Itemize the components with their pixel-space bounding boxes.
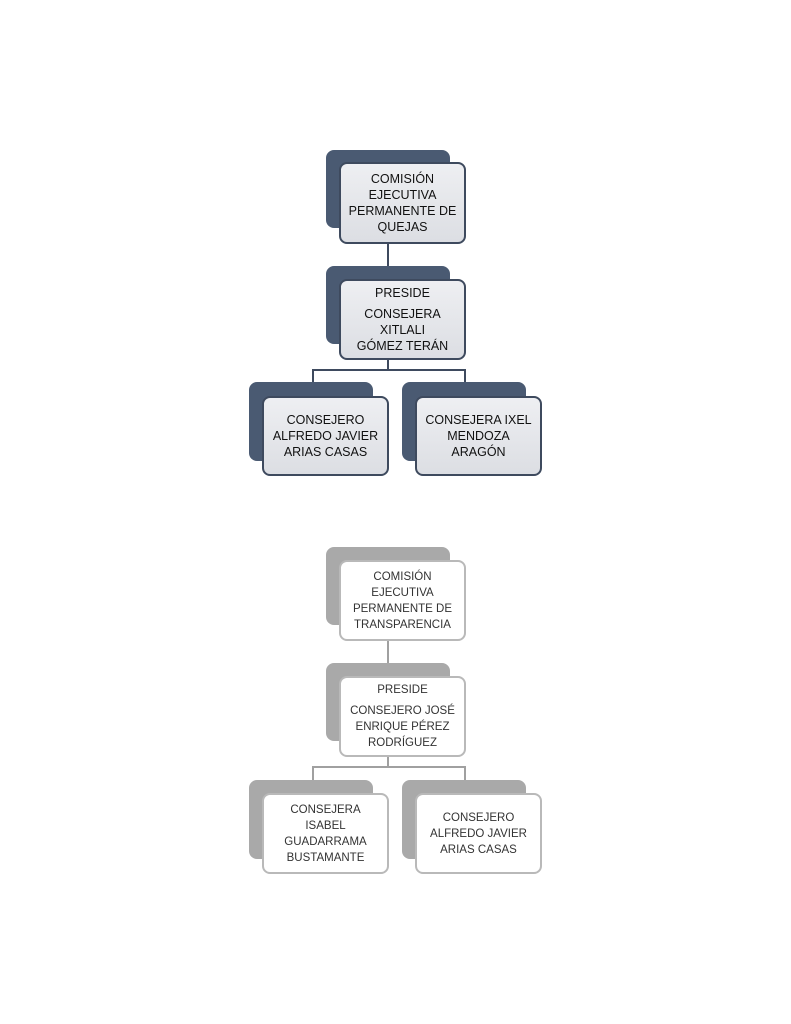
node-text-line: ALFREDO JAVIER xyxy=(430,827,527,840)
node-text-line: CONSEJERO JOSÉ xyxy=(350,705,455,717)
connector-horizontal xyxy=(312,766,466,768)
node-face: CONSEJERO ALFREDO JAVIER ARIAS CASAS xyxy=(262,396,389,476)
node-text-line: EJECUTIVA xyxy=(368,188,437,202)
node-member-right-transparencia: CONSEJERO ALFREDO JAVIER ARIAS CASAS xyxy=(402,780,542,874)
node-text-line: EJECUTIVA xyxy=(371,586,434,599)
node-face: CONSEJERO ALFREDO JAVIER ARIAS CASAS xyxy=(415,793,542,874)
org-chart-quejas: COMISIÓN EJECUTIVA PERMANENTE DE QUEJAS … xyxy=(249,150,542,476)
node-face: COMISIÓN EJECUTIVA PERMANENTE DE TRANSPA… xyxy=(339,560,466,641)
node-text-line: TRANSPARENCIA xyxy=(354,618,451,631)
connector-preside-down xyxy=(387,359,389,370)
node-text-line: PERMANENTE DE xyxy=(352,602,453,615)
node-text-line: GÓMEZ TERÁN xyxy=(356,339,449,353)
node-text-line: BUSTAMANTE xyxy=(286,851,365,864)
node-text-line: GUADARRAMA xyxy=(284,835,367,848)
node-text-line: RODRÍGUEZ xyxy=(368,737,437,749)
node-text-line: CONSEJERA ISABEL xyxy=(290,803,361,832)
connector-top-to-preside xyxy=(387,243,389,279)
node-heading: PRESIDE xyxy=(375,286,430,300)
node-text-line: ENRIQUE PÉREZ xyxy=(355,721,450,733)
node-text-line: QUEJAS xyxy=(377,220,428,234)
node-text-line: COMISIÓN xyxy=(370,172,435,186)
node-member-right-quejas: CONSEJERA IXEL MENDOZA ARAGÓN xyxy=(402,382,542,476)
node-face: COMISIÓN EJECUTIVA PERMANENTE DE QUEJAS xyxy=(339,162,466,244)
node-text-line: CONSEJERA IXEL xyxy=(425,413,532,427)
connector-top-to-preside xyxy=(387,641,389,677)
node-face: CONSEJERA ISABEL GUADARRAMA BUSTAMANTE xyxy=(262,793,389,874)
node-face: PRESIDE CONSEJERA XITLALI GÓMEZ TERÁN xyxy=(339,279,466,360)
node-text-line: CONSEJERO xyxy=(442,811,515,824)
node-face: CONSEJERA IXEL MENDOZA ARAGÓN xyxy=(415,396,542,476)
connector-preside-down xyxy=(387,756,389,767)
node-text-line: CONSEJERO xyxy=(286,413,365,427)
node-comision-quejas: COMISIÓN EJECUTIVA PERMANENTE DE QUEJAS xyxy=(326,150,466,244)
node-preside-quejas: PRESIDE CONSEJERA XITLALI GÓMEZ TERÁN xyxy=(326,266,466,360)
node-text-line: ALFREDO JAVIER xyxy=(272,429,379,443)
node-text-line: MENDOZA xyxy=(447,429,510,443)
node-member-left-quejas: CONSEJERO ALFREDO JAVIER ARIAS CASAS xyxy=(249,382,389,476)
node-face: PRESIDE CONSEJERO JOSÉ ENRIQUE PÉREZ ROD… xyxy=(339,676,466,757)
connector-horizontal xyxy=(312,369,466,371)
node-heading: PRESIDE xyxy=(377,684,428,696)
node-text-line: ARIAS CASAS xyxy=(440,843,517,856)
node-text-line: CONSEJERA XITLALI xyxy=(364,307,441,337)
node-text-line: ARAGÓN xyxy=(451,445,506,459)
node-text-line: ARIAS CASAS xyxy=(283,445,368,459)
node-member-left-transparencia: CONSEJERA ISABEL GUADARRAMA BUSTAMANTE xyxy=(249,780,389,874)
node-text-line: COMISIÓN xyxy=(373,570,432,583)
node-text-line: PERMANENTE DE xyxy=(348,204,457,218)
node-preside-transparencia: PRESIDE CONSEJERO JOSÉ ENRIQUE PÉREZ ROD… xyxy=(326,663,466,757)
node-comision-transparencia: COMISIÓN EJECUTIVA PERMANENTE DE TRANSPA… xyxy=(326,547,466,641)
